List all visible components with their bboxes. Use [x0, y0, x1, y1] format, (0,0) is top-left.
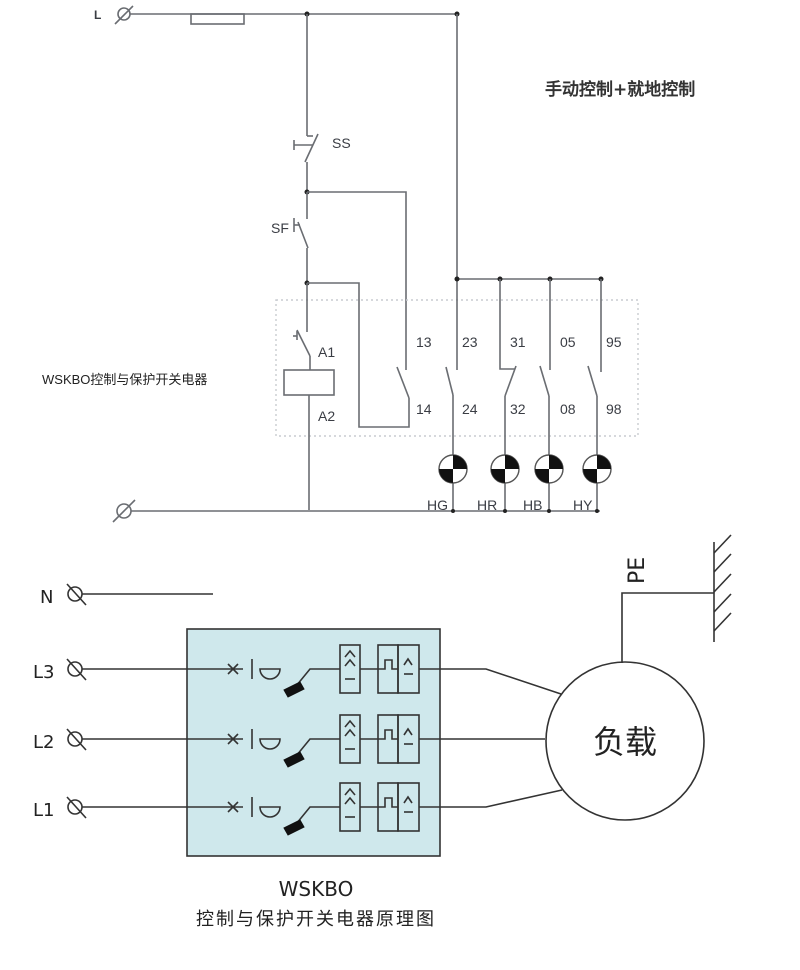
- start-switch-label: SF: [271, 220, 289, 236]
- contact-13-14: 13 14: [396, 334, 432, 417]
- contact-label: 23: [462, 334, 478, 350]
- coil-a1-label: A1: [318, 344, 335, 360]
- contact-95-98: 95 98: [587, 279, 622, 510]
- magnetic-release-icon: [259, 668, 281, 680]
- caption-title: 控制与保护开关电器原理图: [196, 909, 436, 930]
- contact-label: 98: [606, 401, 622, 417]
- diagram-title: 手动控制+就地控制: [545, 79, 695, 100]
- contact-label: 13: [416, 334, 432, 350]
- pe-label: PE: [625, 557, 650, 584]
- phase-row-l2: L2: [33, 714, 545, 768]
- indicator-lamp-hg-icon: [438, 454, 468, 484]
- indicator-lamp-hr-icon: [490, 454, 520, 484]
- auxiliary-contact-icon: [293, 329, 311, 370]
- device-label: WSKBO控制与保护开关电器: [42, 372, 207, 387]
- lamp-label: HR: [477, 497, 497, 513]
- contact-23-24: 23 24: [445, 334, 478, 510]
- contact-label: 08: [560, 401, 576, 417]
- supply-label: L: [94, 8, 101, 22]
- coil-icon: [283, 369, 335, 396]
- contact-label: 32: [510, 401, 526, 417]
- contact-label: 31: [510, 334, 526, 350]
- indicator-lamp-hy-icon: [582, 454, 612, 484]
- start-switch-sf-icon: [293, 218, 309, 283]
- main-contact-icon: [283, 806, 340, 836]
- stop-switch-label: SS: [332, 135, 351, 151]
- lamp-label: HB: [523, 497, 542, 513]
- main-contact-icon: [283, 738, 340, 768]
- thermal-module-icon: [377, 714, 420, 764]
- load-conductor: [419, 789, 563, 808]
- contact-label: 24: [462, 401, 478, 417]
- indicator-lamp-hb-icon: [534, 454, 564, 484]
- load-label: 负载: [593, 723, 657, 761]
- stop-switch-ss-icon: [293, 133, 319, 192]
- lamp-label: HG: [427, 497, 448, 513]
- magnetic-release-icon: [259, 806, 281, 818]
- trip-cross-icon: [227, 663, 239, 675]
- neutral-label: N: [40, 587, 53, 608]
- phase-label: L1: [33, 800, 54, 821]
- control-circuit-diagram: 手动控制+就地控制 L SS: [42, 5, 695, 523]
- phase-label: L3: [33, 662, 54, 683]
- fuse-icon: [190, 13, 245, 25]
- load-conductor: [419, 668, 562, 695]
- phase-row-l1: L1: [33, 782, 563, 836]
- lamp-label: HY: [573, 497, 593, 513]
- phase-row-l3: L3: [33, 644, 562, 698]
- trip-cross-icon: [227, 801, 239, 813]
- contact-label: 95: [606, 334, 622, 350]
- phase-label: L2: [33, 732, 54, 753]
- caption-model: WSKBO: [279, 877, 354, 901]
- magnetic-release-icon: [259, 738, 281, 750]
- load-circle: [545, 661, 705, 821]
- device-box: [186, 628, 441, 857]
- contact-31-32: 31 32: [499, 279, 526, 510]
- main-contact-icon: [283, 668, 340, 698]
- contact-05-08: 05 08: [539, 279, 576, 510]
- coil-a2-label: A2: [318, 408, 335, 424]
- terminal-l-icon: [114, 5, 134, 25]
- contact-label: 14: [416, 401, 432, 417]
- contact-label: 05: [560, 334, 576, 350]
- trip-cross-icon: [227, 733, 239, 745]
- pe-conductor: [621, 592, 714, 663]
- ground-icon: [713, 534, 732, 642]
